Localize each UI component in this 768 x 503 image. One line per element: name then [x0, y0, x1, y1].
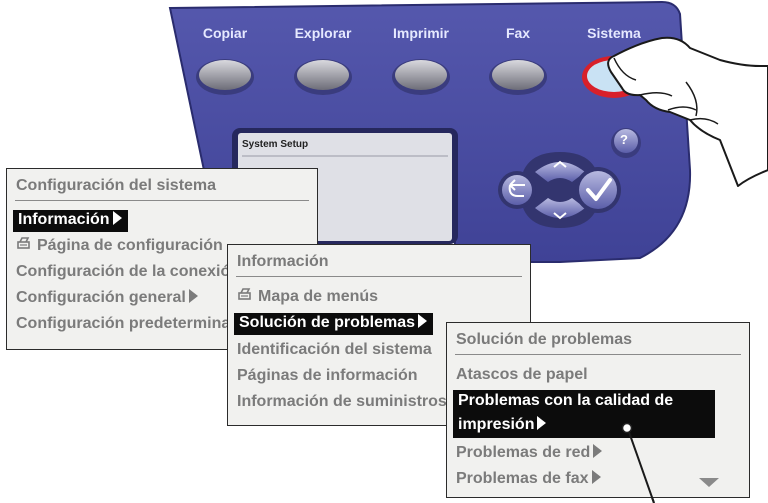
imprimir-button-shape [392, 59, 450, 95]
menu-item-label: Problemas de fax [456, 470, 589, 487]
menu-item-label: Configuración de la conexión [16, 263, 241, 280]
menu-item-label: Atascos de papel [456, 366, 588, 383]
menu-item-configuracion-general[interactable]: Configuración general [16, 288, 198, 310]
explorar-label[interactable]: Explorar [294, 25, 352, 41]
menu-item-label: Mapa de menús [258, 288, 379, 305]
menu-item-label: Solución de problemas [239, 314, 416, 331]
copiar-button-shape [196, 59, 254, 95]
scroll-down-icon[interactable] [699, 478, 719, 487]
fax-button-shape [489, 59, 547, 95]
printer-icon [17, 237, 30, 249]
menu-item-problemas-calidad-line2[interactable]: impresión [453, 414, 715, 438]
fax-label[interactable]: Fax [505, 25, 531, 41]
explorar-button-shape [294, 59, 352, 95]
window-title: Solución de problemas [456, 331, 633, 348]
menu-item-label: Página de configuración [37, 237, 223, 254]
menu-item-atascos-papel[interactable]: Atascos de papel [456, 365, 588, 387]
menu-item-pagina-configuracion[interactable]: Página de configuración [16, 236, 223, 258]
menu-item-problemas-calidad-line1[interactable]: Problemas con la calidad de [453, 390, 715, 414]
menu-item-label: impresión [458, 416, 535, 433]
sistema-label[interactable]: Sistema [587, 25, 641, 41]
submenu-arrow-icon [593, 444, 603, 459]
menu-item-label: Problemas con la calidad de [458, 392, 674, 409]
menu-item-problemas-red[interactable]: Problemas de red [456, 443, 603, 465]
menu-item-mapa-menus[interactable]: Mapa de menús [237, 287, 378, 309]
imprimir-label[interactable]: Imprimir [392, 25, 449, 41]
menu-item-label: Configuración predeterminada [16, 315, 249, 332]
submenu-arrow-icon [537, 416, 547, 431]
menu-item-label: Información de suministros [237, 393, 447, 410]
menu-item-informacion-suministros[interactable]: Información de suministros [237, 392, 447, 414]
menu-item-informacion[interactable]: Información [13, 210, 128, 232]
menu-item-label: Identificación del sistema [237, 341, 432, 358]
menu-item-label: Páginas de información [237, 367, 418, 384]
menu-item-problemas-fax[interactable]: Problemas de fax [456, 469, 601, 491]
window-title: Configuración del sistema [16, 177, 217, 194]
submenu-arrow-icon [112, 211, 122, 226]
menu-item-configuracion-conexion[interactable]: Configuración de la conexión [16, 262, 240, 284]
lcd-title: System Setup [242, 139, 309, 150]
menu-item-label: Problemas de red [456, 444, 591, 461]
menu-item-label: Información [18, 211, 110, 228]
menu-window-solucion-problemas: Solución de problemas Atascos de papel P… [446, 322, 750, 498]
submenu-arrow-icon [188, 289, 198, 304]
menu-item-solucion-problemas[interactable]: Solución de problemas [234, 313, 434, 335]
menu-item-paginas-informacion[interactable]: Páginas de información [237, 366, 417, 388]
submenu-arrow-icon [418, 314, 428, 329]
menu-item-identificacion-sistema[interactable]: Identificación del sistema [237, 340, 432, 362]
printer-icon [238, 288, 251, 300]
copiar-label[interactable]: Copiar [202, 25, 248, 41]
menu-item-configuracion-predeterminada[interactable]: Configuración predeterminada [16, 314, 249, 336]
submenu-arrow-icon [591, 470, 601, 485]
window-title: Información [237, 253, 329, 270]
menu-item-label: Configuración general [16, 289, 186, 306]
help-button-label[interactable]: ? [620, 132, 628, 147]
